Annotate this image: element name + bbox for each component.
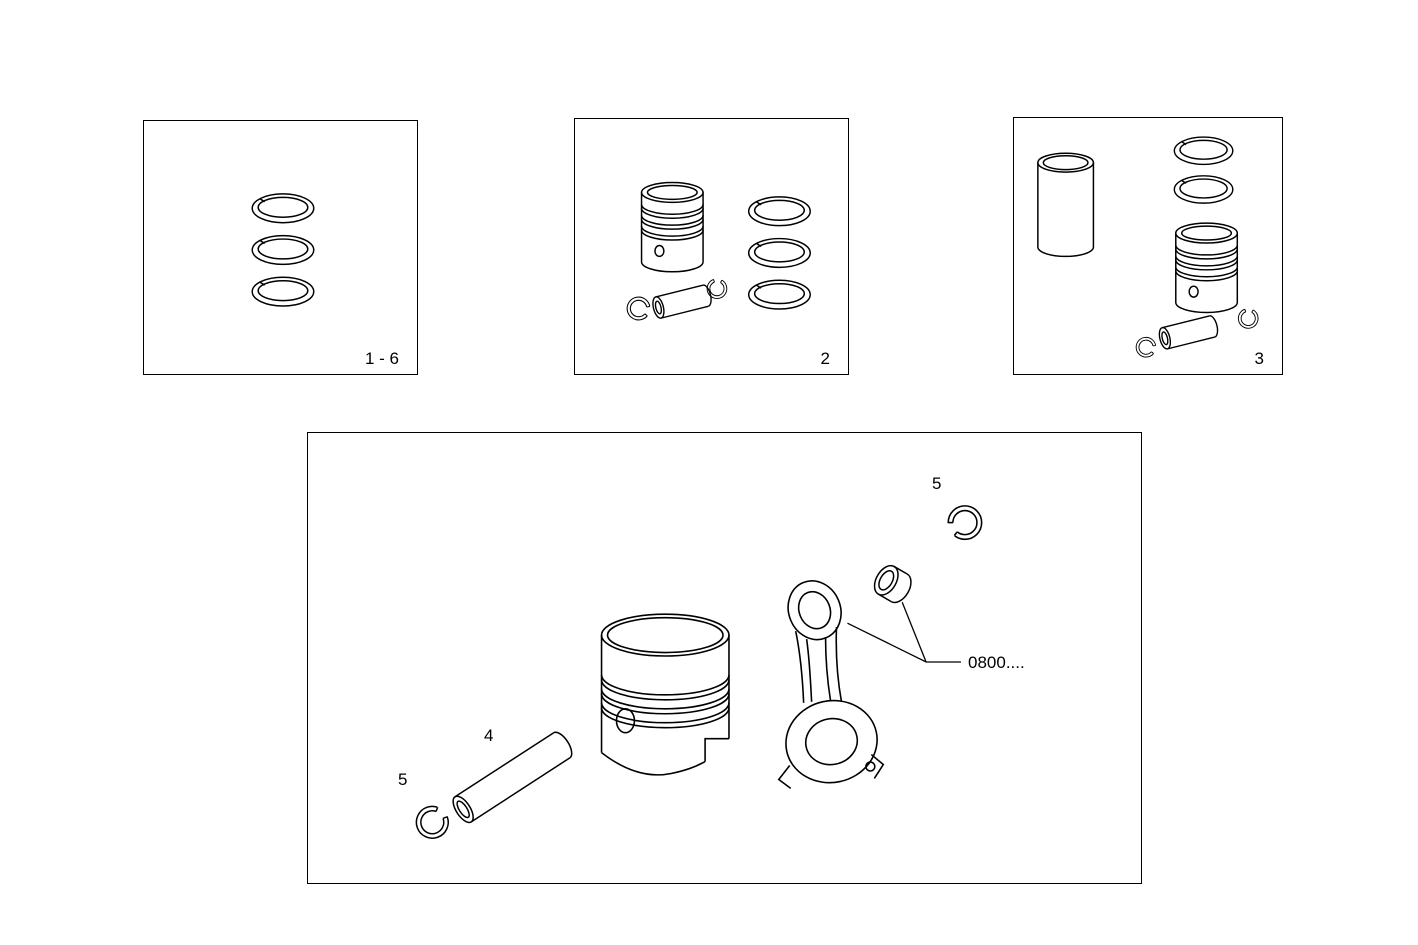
callout-part-number: 0800....: [968, 653, 1025, 672]
panel-main-assembly: 4 5 5 0800....: [307, 432, 1142, 884]
circlip-icon: [947, 505, 983, 541]
piston-ring-icon: [747, 237, 811, 269]
circlip-icon: [411, 801, 454, 844]
panel-piston-kit: 2: [574, 118, 849, 375]
piston-pin-icon: [1156, 314, 1221, 351]
piston-icon: [640, 181, 704, 273]
callout-circlip-bottom: 5: [398, 770, 408, 789]
panel-2-label: 2: [820, 349, 830, 368]
piston-ring-icon: [251, 193, 315, 224]
piston-ring-icon: [251, 234, 315, 266]
piston-icon: [600, 613, 730, 776]
piston-kit-drawing: [621, 181, 811, 326]
connecting-rod-icon: [777, 572, 886, 792]
assembly-drawing: [411, 505, 983, 844]
panel-1-label: 1 - 6: [364, 349, 399, 368]
callout-circlip-top: 5: [932, 474, 942, 493]
piston-ring-icon: [747, 196, 811, 227]
piston-icon: [1175, 222, 1239, 314]
circlip-icon: [621, 291, 656, 326]
circlip-icon: [1234, 304, 1263, 333]
piston-ring-icon: [1173, 136, 1234, 166]
circlip-icon: [1131, 332, 1161, 362]
leader-lines: [847, 602, 961, 663]
piston-pin-icon: [448, 728, 577, 827]
panel-ring-set: 1 - 6: [143, 120, 418, 375]
piston-ring-icon: [251, 276, 315, 307]
piston-ring-icon: [747, 279, 811, 310]
cylinder-liner-icon: [1037, 152, 1095, 258]
small-end-bushing-icon: [868, 560, 917, 608]
panel-3-label: 3: [1254, 349, 1264, 368]
panel-piston-liner-kit: 3: [1013, 117, 1283, 375]
ring-set-drawing: [251, 193, 315, 307]
callout-piston-pin: 4: [484, 726, 494, 745]
circlip-icon: [703, 274, 731, 303]
piston-ring-icon: [1173, 175, 1234, 204]
piston-pin-icon: [650, 283, 714, 321]
piston-liner-kit-drawing: [1037, 136, 1263, 362]
